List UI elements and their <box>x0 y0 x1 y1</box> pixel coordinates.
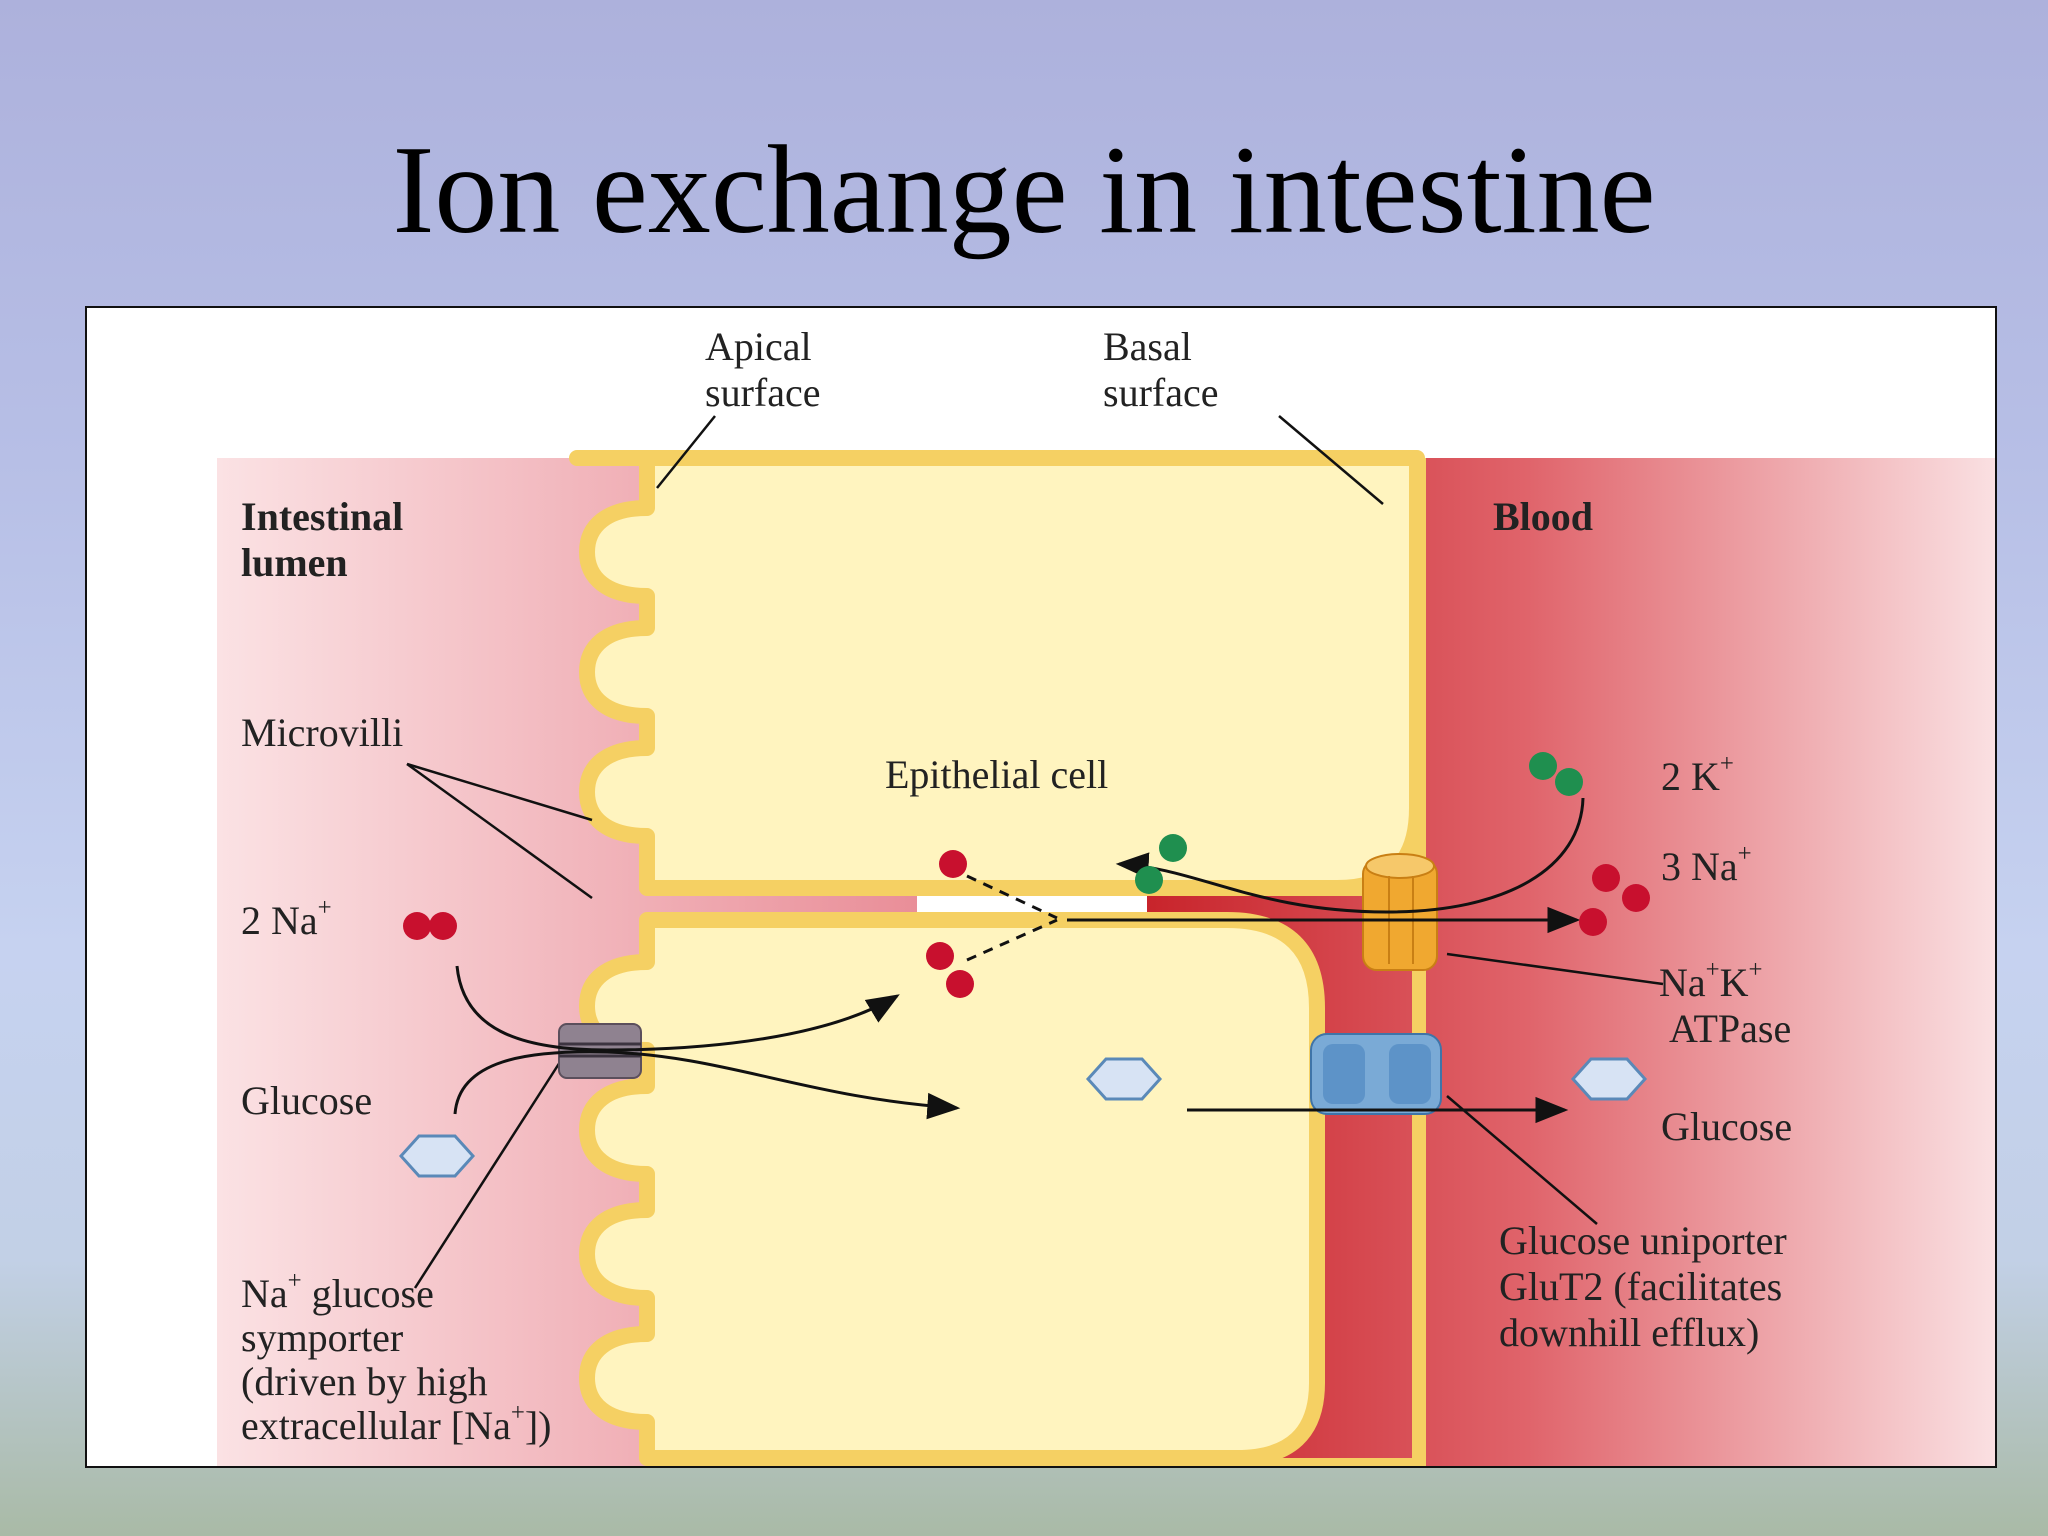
na-entry-arrow <box>455 965 900 1052</box>
symporter-label-line2: symporter <box>241 1315 404 1360</box>
na-ion <box>1622 884 1650 912</box>
ion-exchange-diagram <box>217 415 1995 1466</box>
epithelial-cell <box>579 912 1325 1466</box>
slide-title: Ion exchange in intestine <box>392 121 1656 260</box>
k-ion <box>1555 768 1583 796</box>
flow-arrows <box>453 797 1585 1124</box>
atpase-label-line2: ATPase <box>1669 1006 1792 1051</box>
na-k-atpase <box>1362 853 1438 971</box>
uniporter-leader <box>1446 1095 1598 1225</box>
sodium-ions <box>403 850 1650 998</box>
upper-epithelial-cell <box>569 450 1425 896</box>
na-ion <box>429 912 457 940</box>
symporter-label: Na+ glucose symporter (driven by high ex… <box>241 1267 552 1448</box>
intestinal-lumen-label: Intestinal lumen <box>241 494 404 585</box>
uniporter-label-line3: downhill efflux) <box>1499 1310 1760 1355</box>
glucose-hexagon <box>1570 1057 1648 1101</box>
microvilli-label: Microvilli <box>241 710 404 755</box>
apical-leader <box>656 415 716 489</box>
k-ion <box>1529 752 1557 780</box>
glucose-uniporter-glut2 <box>1310 1033 1442 1115</box>
symporter-label-line1: Na+ glucose <box>241 1267 434 1316</box>
uniporter-label-line1: Glucose uniporter <box>1499 1218 1787 1263</box>
na-lumen-label: 2 Na+ <box>241 894 332 943</box>
na-ion <box>939 850 967 878</box>
apical-surface-label: Apical surface <box>705 324 821 415</box>
uniporter-label-line2: GluT2 (facilitates <box>1499 1264 1783 1309</box>
na-ion <box>403 912 431 940</box>
atpase-label: Na+K+ ATPase <box>1659 956 1792 1052</box>
k-entry-arrow <box>1115 797 1585 914</box>
na-ion <box>926 942 954 970</box>
k-ion <box>1159 834 1187 862</box>
symporter-label-line4: extracellular [Na+]) <box>241 1399 552 1448</box>
blood-label: Blood <box>1493 494 1594 539</box>
microvilli-leader-1 <box>406 762 593 822</box>
microvilli-leader-2 <box>406 762 593 900</box>
na-ion <box>946 970 974 998</box>
na-ion <box>1592 864 1620 892</box>
basal-surface-label: Basal surface <box>1103 324 1219 415</box>
glucose-lumen-label: Glucose <box>241 1078 373 1123</box>
uniporter-label: Glucose uniporter GluT2 (facilitates dow… <box>1499 1218 1787 1356</box>
leader-lines <box>406 415 1664 1289</box>
k-blood-label: 2 K+ <box>1661 750 1734 799</box>
symporter-leader <box>413 1047 571 1289</box>
diagram-frame: Apical surface Basal surface Intestinal … <box>85 306 1997 1468</box>
atpase-leader <box>1446 952 1664 986</box>
k-ion <box>1135 866 1163 894</box>
potassium-ions <box>1135 752 1583 894</box>
basal-leader <box>1278 415 1384 505</box>
na-ion <box>1579 908 1607 936</box>
glucose-blood-label: Glucose <box>1661 1104 1793 1149</box>
na-blood-label: 3 Na+ <box>1661 840 1752 889</box>
glucose-hexagon <box>398 1134 476 1178</box>
glucose-molecules <box>398 1057 1648 1178</box>
atpase-label-line1: Na+K+ <box>1659 956 1763 1005</box>
symporter-label-line3: (driven by high <box>241 1359 488 1404</box>
glucose-entry-arrow <box>453 1050 961 1120</box>
epithelial-cell-label: Epithelial cell <box>885 752 1109 797</box>
glucose-hexagon <box>1085 1057 1163 1101</box>
